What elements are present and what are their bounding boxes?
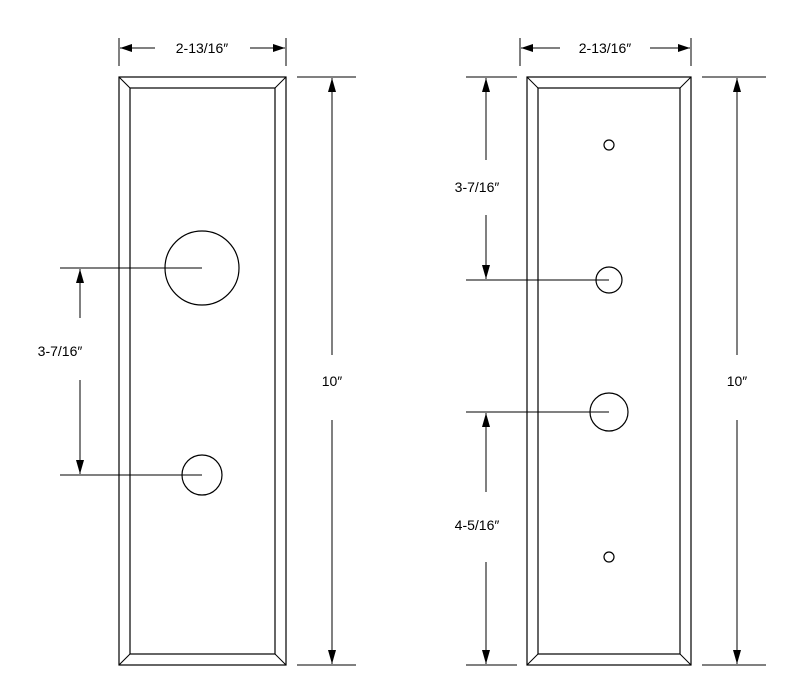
right-plate-inner-bevel — [537, 87, 681, 655]
left-plate — [118, 76, 287, 666]
left-height-dimension: 10″ — [297, 76, 356, 666]
right-upper-spacing-dimension: 3-7/16″ — [455, 76, 609, 281]
right-height-label: 10″ — [727, 373, 748, 389]
left-height-label: 10″ — [322, 373, 343, 389]
left-spacing-dimension: 3-7/16″ — [38, 267, 202, 476]
right-plate-outer-edge — [526, 76, 692, 666]
right-height-dimension: 10″ — [702, 76, 766, 666]
right-width-label: 2-13/16″ — [579, 40, 631, 56]
left-spacing-label: 3-7/16″ — [38, 343, 83, 359]
right-upper-spacing-label: 3-7/16″ — [455, 179, 500, 195]
left-plate-outer-edge — [118, 76, 287, 666]
right-plate — [526, 76, 692, 666]
right-lower-spacing-label: 4-5/16″ — [455, 517, 500, 533]
top-screw-hole — [603, 139, 615, 151]
left-plate-inner-bevel — [129, 87, 276, 655]
right-width-dimension: 2-13/16″ — [519, 38, 692, 66]
right-lower-spacing-dimension: 4-5/16″ — [455, 411, 609, 666]
left-width-label: 2-13/16″ — [176, 40, 228, 56]
left-width-dimension: 2-13/16″ — [118, 38, 287, 66]
bottom-screw-hole — [603, 551, 615, 563]
